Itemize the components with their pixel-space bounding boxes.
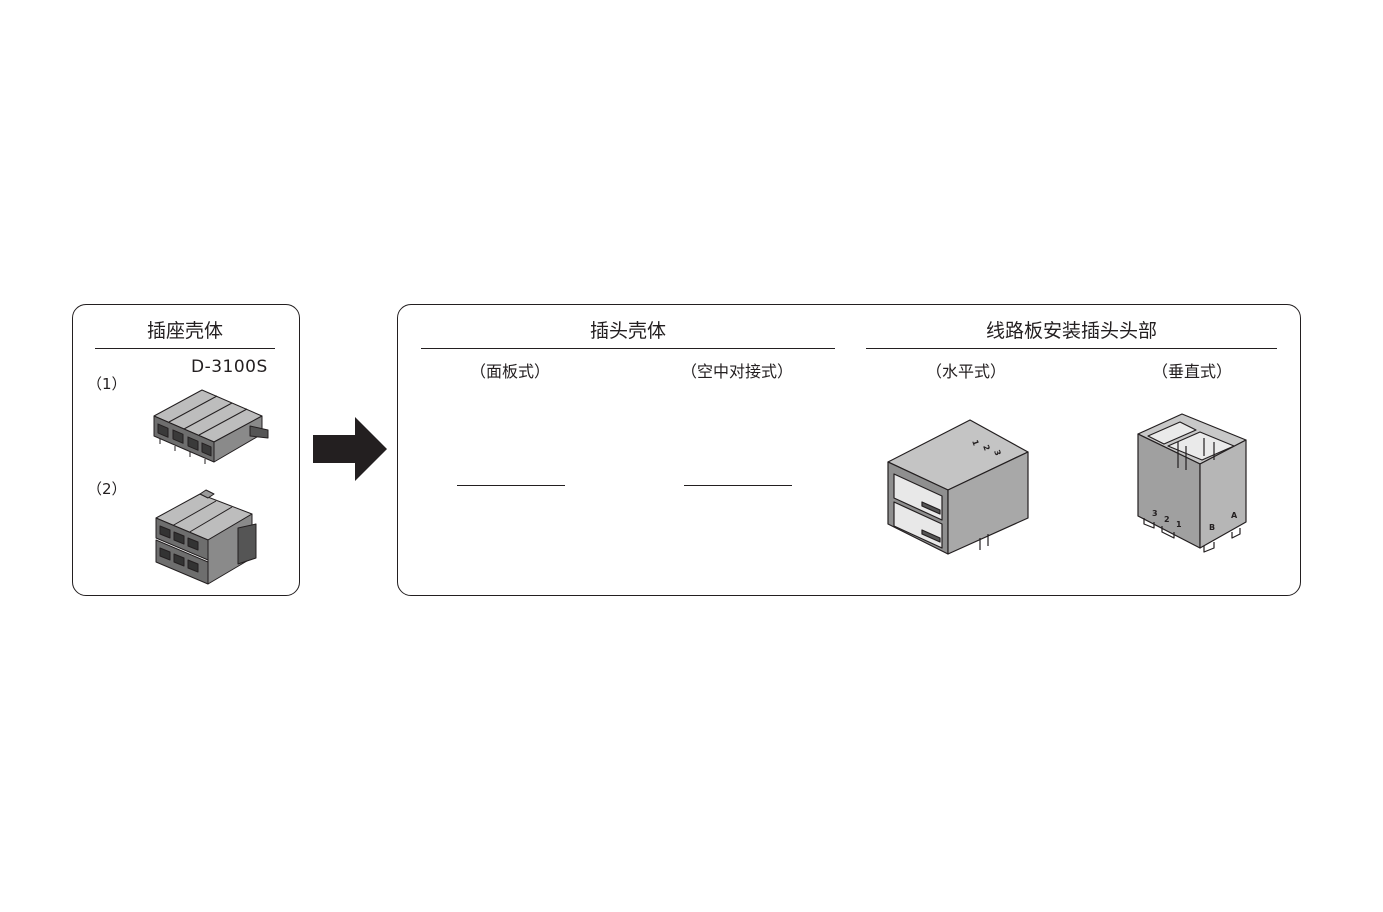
- horizontal-pin-1: 1: [970, 439, 981, 448]
- receptacle-housing-single-row-icon: [153, 389, 269, 464]
- receptacle-panel: [72, 304, 300, 596]
- horizontal-pin-2: 2: [981, 444, 991, 452]
- right-arrow-icon: [313, 417, 387, 481]
- vertical-pin-1: 1: [1176, 520, 1182, 529]
- free-hanging-blank-line: [684, 485, 792, 486]
- panel-mount-blank-line: [457, 485, 565, 486]
- vertical-label: （垂直式）: [1151, 362, 1232, 381]
- plug-housing-title: 插头壳体: [589, 320, 666, 342]
- horizontal-header-icon: 1 2 3: [887, 419, 1029, 555]
- plug-housing-rule: [421, 348, 835, 349]
- pcb-header-rule: [866, 348, 1277, 349]
- panel-mount-label: （面板式）: [469, 362, 550, 381]
- part-number: D-3100S: [191, 357, 268, 377]
- horizontal-label: （水平式）: [925, 362, 1006, 381]
- vertical-pin-2: 2: [1164, 515, 1170, 524]
- receptacle-panel-title: 插座壳体: [146, 320, 223, 342]
- plug-panel: [397, 304, 1301, 596]
- vertical-pin-b: B: [1209, 523, 1215, 532]
- receptacle-housing-double-row-icon: [155, 489, 257, 585]
- vertical-pin-3: 3: [1152, 509, 1158, 518]
- pcb-header-title: 线路板安装插头头部: [985, 320, 1157, 342]
- vertical-header-icon: 3 2 1 B A: [1137, 413, 1247, 553]
- vertical-pin-a: A: [1231, 511, 1238, 520]
- item-2-label: （2）: [87, 480, 127, 498]
- free-hanging-label: （空中对接式）: [680, 362, 793, 381]
- item-1-label: （1）: [87, 375, 127, 393]
- horizontal-pin-3: 3: [992, 449, 1002, 457]
- receptacle-title-rule: [95, 348, 275, 349]
